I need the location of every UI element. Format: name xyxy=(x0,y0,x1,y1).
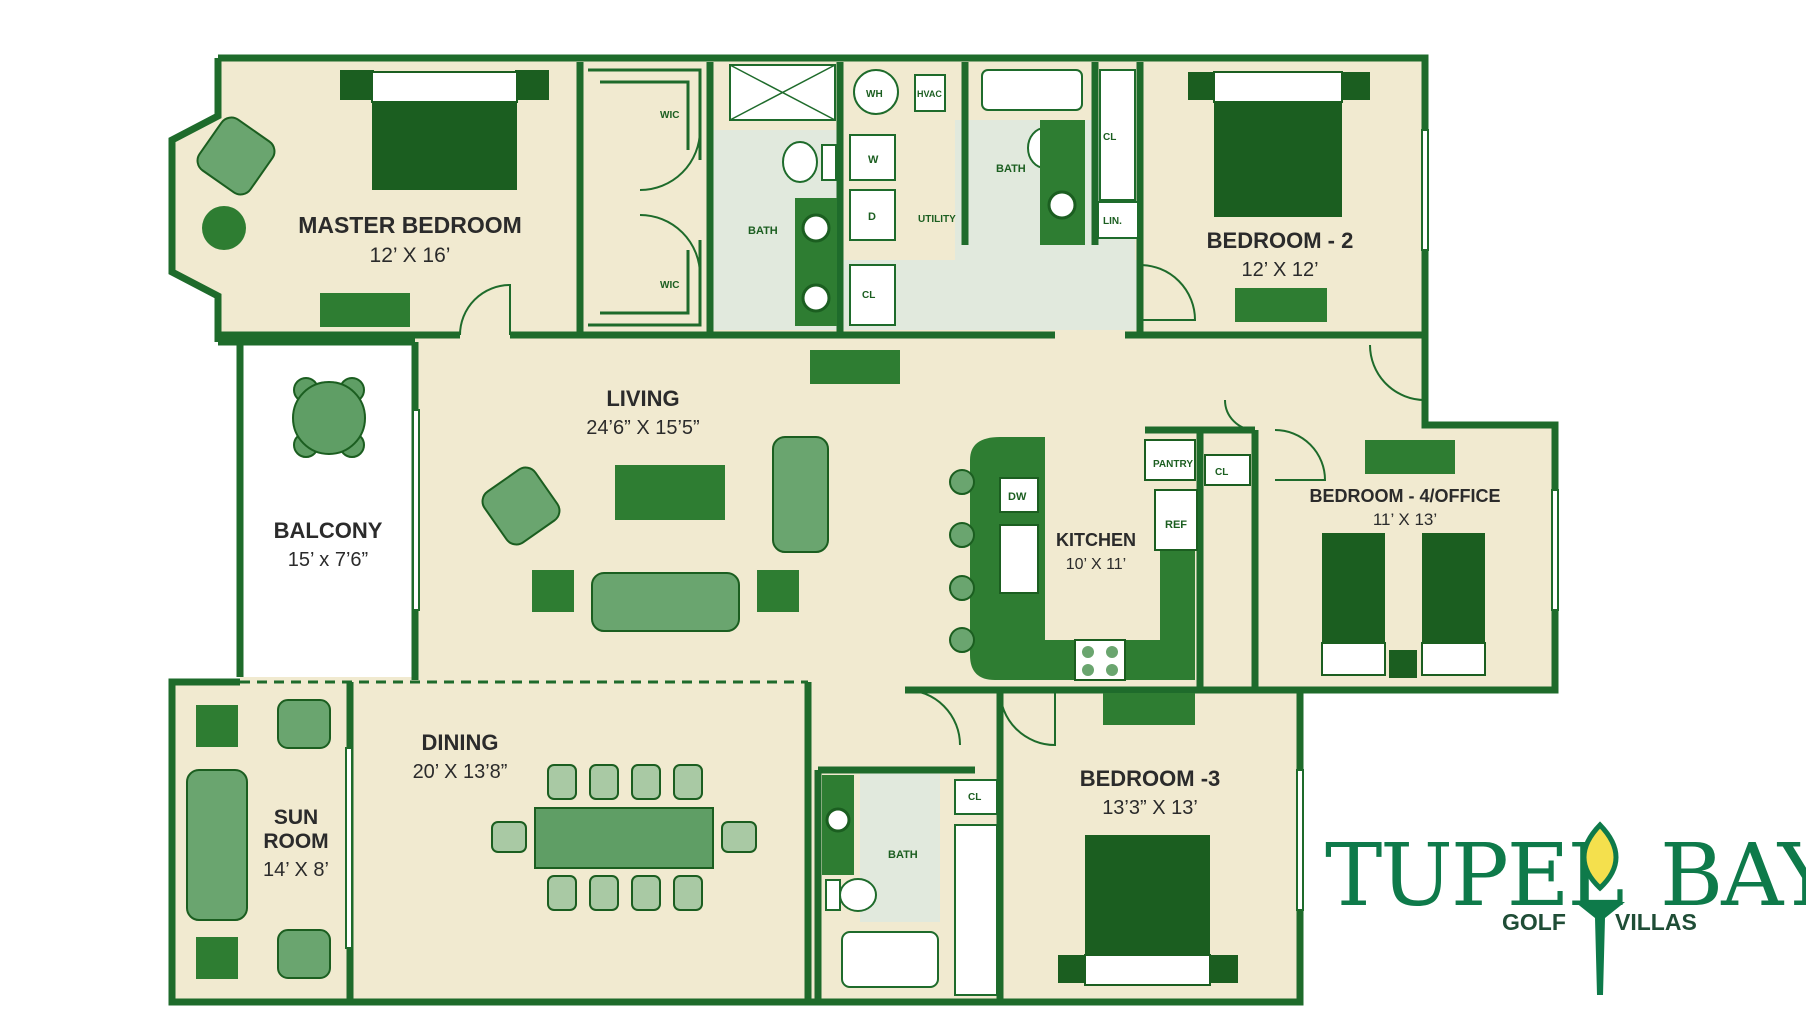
dining-name: DINING xyxy=(422,730,499,755)
bath-3-fixtures xyxy=(822,775,998,996)
cl-hall-label: CL xyxy=(1103,132,1116,143)
dining-furniture xyxy=(491,764,757,911)
lin-label: LIN. xyxy=(1103,216,1122,227)
bedroom-4-dims: 11’ X 13’ xyxy=(1373,510,1437,529)
door-swings xyxy=(459,129,1426,747)
bedroom-2-dims: 12’ X 12’ xyxy=(1241,259,1318,281)
sun-room-name-line2: ROOM xyxy=(263,830,328,853)
bath-2-fixtures xyxy=(981,69,1139,245)
master-bed xyxy=(340,70,549,190)
logo-tee-icon xyxy=(1575,902,1625,995)
logo-sub-right: VILLAS xyxy=(1615,909,1697,935)
bedroom-3-name: BEDROOM -3 xyxy=(1080,766,1221,791)
windows xyxy=(345,129,1559,949)
wic-top-label: WIC xyxy=(660,110,679,121)
bedroom-4-name: BEDROOM - 4/OFFICE xyxy=(1309,486,1500,506)
utility-label: UTILITY xyxy=(918,214,956,225)
cl-bed3-label: CL xyxy=(968,792,981,803)
hvac-label: HVAC xyxy=(917,89,942,99)
dining-dims: 20’ X 13’8” xyxy=(413,761,508,783)
wh-label: WH xyxy=(866,89,883,100)
kitchen-name: KITCHEN xyxy=(1056,530,1136,550)
ref-label: REF xyxy=(1165,519,1187,531)
room-labels: MASTER BEDROOM 12’ X 16’ BEDROOM - 2 12’… xyxy=(263,212,1500,881)
w-label: W xyxy=(868,154,879,166)
balcony-name: BALCONY xyxy=(274,518,383,543)
balcony-dims: 15’ x 7’6” xyxy=(288,549,368,571)
living-name: LIVING xyxy=(606,386,679,411)
master-bath-fixtures xyxy=(729,64,837,326)
bedroom-2-dresser xyxy=(1235,288,1327,322)
cl-utility-label: CL xyxy=(862,290,875,301)
balcony-table xyxy=(292,377,366,458)
walls xyxy=(168,54,1559,1006)
kitchen-dims: 10’ X 11’ xyxy=(1066,556,1126,573)
living-dims: 24’6” X 15’5” xyxy=(586,417,699,439)
bedroom-3-furniture xyxy=(1058,693,1238,986)
bath-2-label: BATH xyxy=(996,163,1026,175)
living-furniture xyxy=(481,350,900,632)
bath-3-label: BATH xyxy=(888,849,918,861)
sun-room-name-line1: SUN xyxy=(274,806,318,829)
logo-golf-ball-icon xyxy=(1581,821,1619,892)
dw-label: DW xyxy=(1008,491,1027,503)
logo-title-part1: TUPEL xyxy=(1325,826,1623,926)
utility-fixtures xyxy=(849,69,946,326)
logo-title-part2: BAY xyxy=(1660,826,1806,926)
bedroom-3-dims: 13’3” X 13’ xyxy=(1102,797,1198,819)
cl-kitchen-label: CL xyxy=(1215,467,1228,478)
kitchen-furniture xyxy=(949,437,1251,681)
bedroom-4-furniture xyxy=(1321,440,1486,678)
sun-room-dims: 14’ X 8’ xyxy=(263,859,329,881)
floor-areas xyxy=(172,58,1555,1002)
bedroom-2-bed xyxy=(1188,71,1370,217)
pantry-label: PANTRY xyxy=(1153,459,1193,470)
master-dresser xyxy=(320,293,410,327)
bedroom-2-name: BEDROOM - 2 xyxy=(1207,228,1354,253)
d-label: D xyxy=(868,211,876,223)
tupelo-bay-logo: TUPEL BAY GOLF VILLAS xyxy=(1325,821,1806,995)
bath-master-label: BATH xyxy=(748,225,778,237)
wic-bottom-label: WIC xyxy=(660,280,679,291)
master-armchair xyxy=(196,116,276,250)
master-bedroom-dims: 12’ X 16’ xyxy=(370,244,451,267)
logo-sub-left: GOLF xyxy=(1502,909,1566,935)
sun-room-furniture xyxy=(186,699,331,979)
master-bedroom-name: MASTER BEDROOM xyxy=(298,212,522,238)
